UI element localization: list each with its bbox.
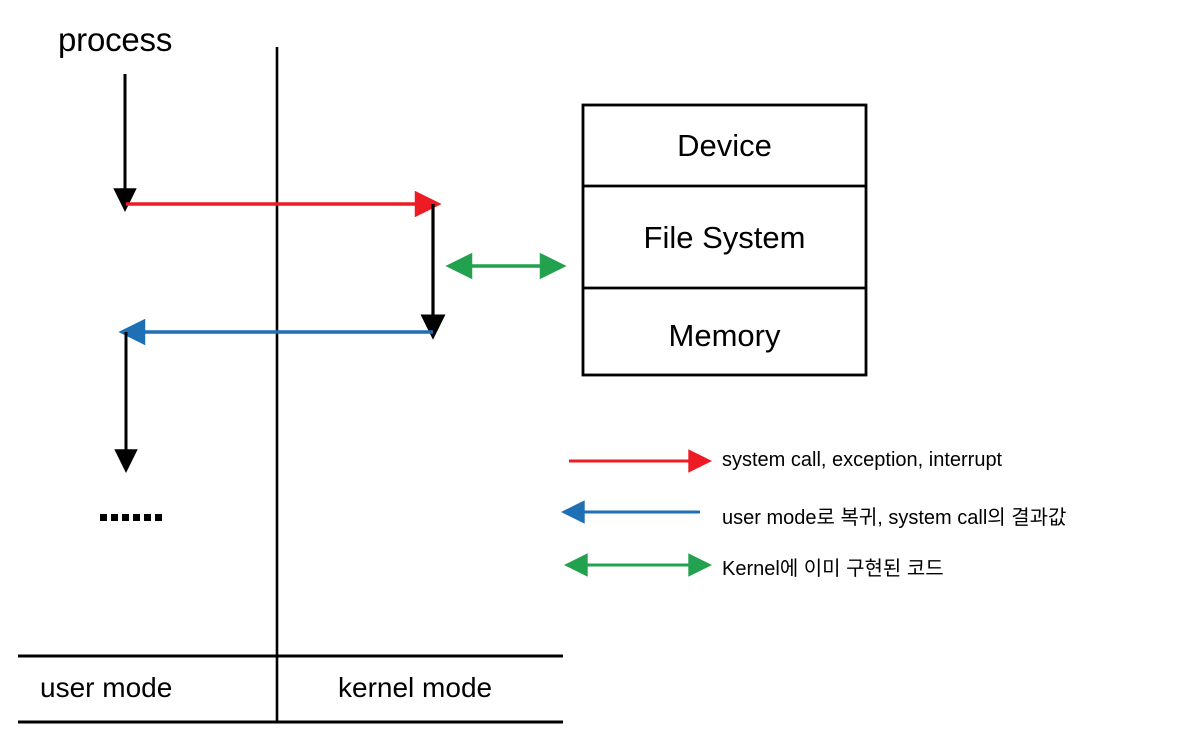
kernel-box-row-memory: Memory — [668, 318, 781, 353]
legend-label-system-call: system call, exception, interrupt — [722, 449, 1003, 471]
legend-label-return-user-mode: user mode로 복귀, system call의 결과값 — [722, 507, 1067, 529]
ellipsis-dots — [100, 514, 162, 521]
kernel-box-row-device: Device — [677, 128, 772, 163]
kernel-subsystem-box — [581, 103, 868, 377]
user-mode-label: user mode — [40, 672, 173, 703]
legend-label-kernel-code: Kernel에 이미 구현된 코드 — [722, 558, 944, 580]
kernel-mode-label: kernel mode — [338, 672, 493, 703]
kernel-box-row-file-system: File System — [643, 220, 806, 255]
process-label: process — [58, 21, 173, 58]
